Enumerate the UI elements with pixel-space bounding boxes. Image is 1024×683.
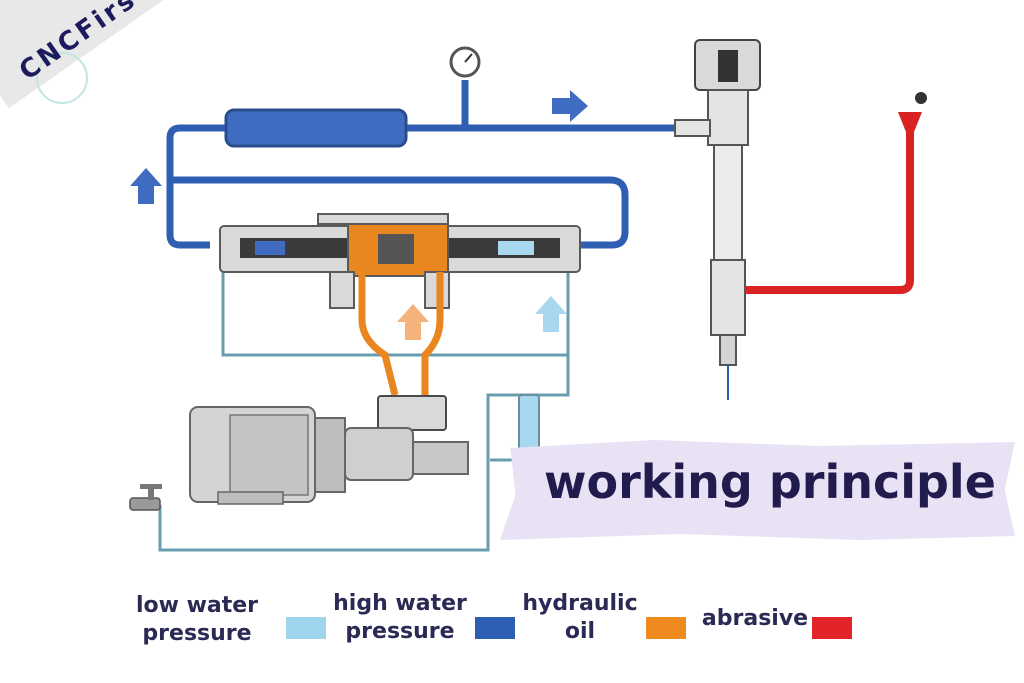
legend-label-hydraulic: hydraulic oil bbox=[515, 590, 645, 646]
legend-label-abrasive: abrasive bbox=[700, 605, 810, 633]
diagram-title: working principle bbox=[544, 455, 996, 509]
legend-abrasive-line1: abrasive bbox=[701, 606, 809, 631]
legend-high-water-line2: pressure bbox=[345, 619, 455, 644]
legend-label-low-water: low water pressure bbox=[132, 592, 262, 648]
legend-swatch-high-water bbox=[475, 617, 515, 639]
pressure-gauge-icon bbox=[449, 46, 481, 78]
high-water-lines bbox=[166, 80, 690, 249]
legend-swatch-abrasive bbox=[812, 617, 852, 639]
legend-hydraulic-line2: oil bbox=[564, 619, 596, 644]
arrow-up-lightblue-icon bbox=[535, 296, 567, 332]
legend-low-water-line2: pressure bbox=[142, 621, 252, 646]
directional-valve bbox=[377, 395, 447, 431]
intensifier bbox=[219, 213, 581, 309]
legend-label-high-water: high water pressure bbox=[330, 590, 470, 646]
arrow-up-orange-icon bbox=[397, 304, 429, 340]
title-banner bbox=[500, 440, 1015, 540]
hydraulic-oil-lines bbox=[358, 272, 444, 396]
water-tap-icon bbox=[129, 484, 162, 511]
legend-high-water-line1: high water bbox=[333, 591, 467, 616]
arrow-up-icon bbox=[130, 168, 162, 204]
motor-pump bbox=[189, 406, 469, 505]
legend-swatch-low-water bbox=[286, 617, 326, 639]
brand-logo-icon bbox=[36, 52, 88, 104]
arrow-right-icon bbox=[552, 90, 588, 122]
legend-low-water-line1: low water bbox=[135, 593, 259, 618]
legend-hydraulic-line1: hydraulic bbox=[522, 591, 638, 616]
flow-arrows bbox=[130, 90, 588, 340]
accumulator-tank bbox=[224, 108, 408, 148]
cutting-head bbox=[674, 39, 761, 400]
abrasive-line bbox=[745, 92, 927, 294]
legend-swatch-hydraulic bbox=[646, 617, 686, 639]
